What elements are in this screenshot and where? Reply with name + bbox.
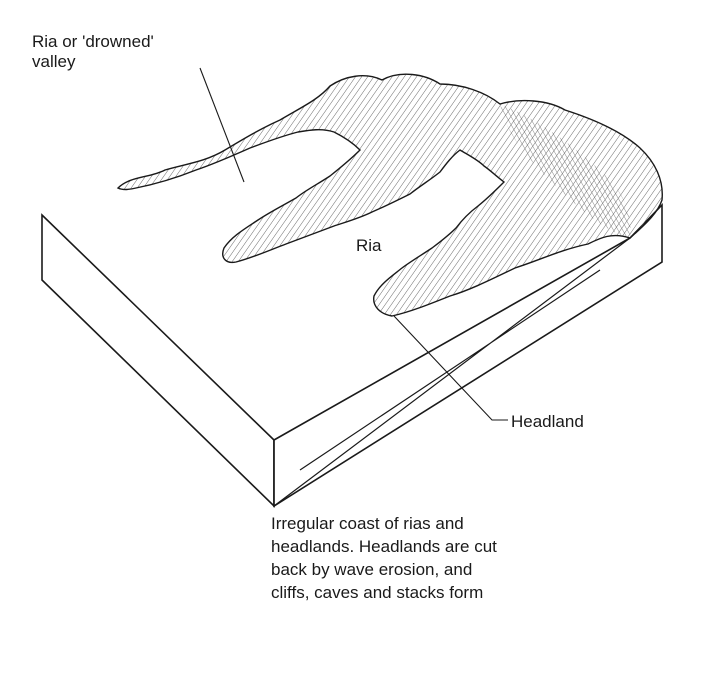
block-strata-lines <box>273 237 631 507</box>
leader-headland <box>393 315 508 421</box>
leader-ria-valley <box>199 67 245 183</box>
headland-label: Headland <box>511 412 584 431</box>
caption: Irregular coast of rias and headlands. H… <box>271 512 497 604</box>
ria-valley-label: Ria or 'drowned' valley <box>32 32 154 71</box>
caption-line: Irregular coast of rias and <box>271 514 464 533</box>
caption-line: cliffs, caves and stacks form <box>271 583 484 602</box>
caption-line: back by wave erosion, and <box>271 560 473 579</box>
ria-label: Ria <box>356 236 382 255</box>
caption-line: headlands. Headlands are cut <box>271 537 497 556</box>
headland-relief <box>500 104 631 238</box>
